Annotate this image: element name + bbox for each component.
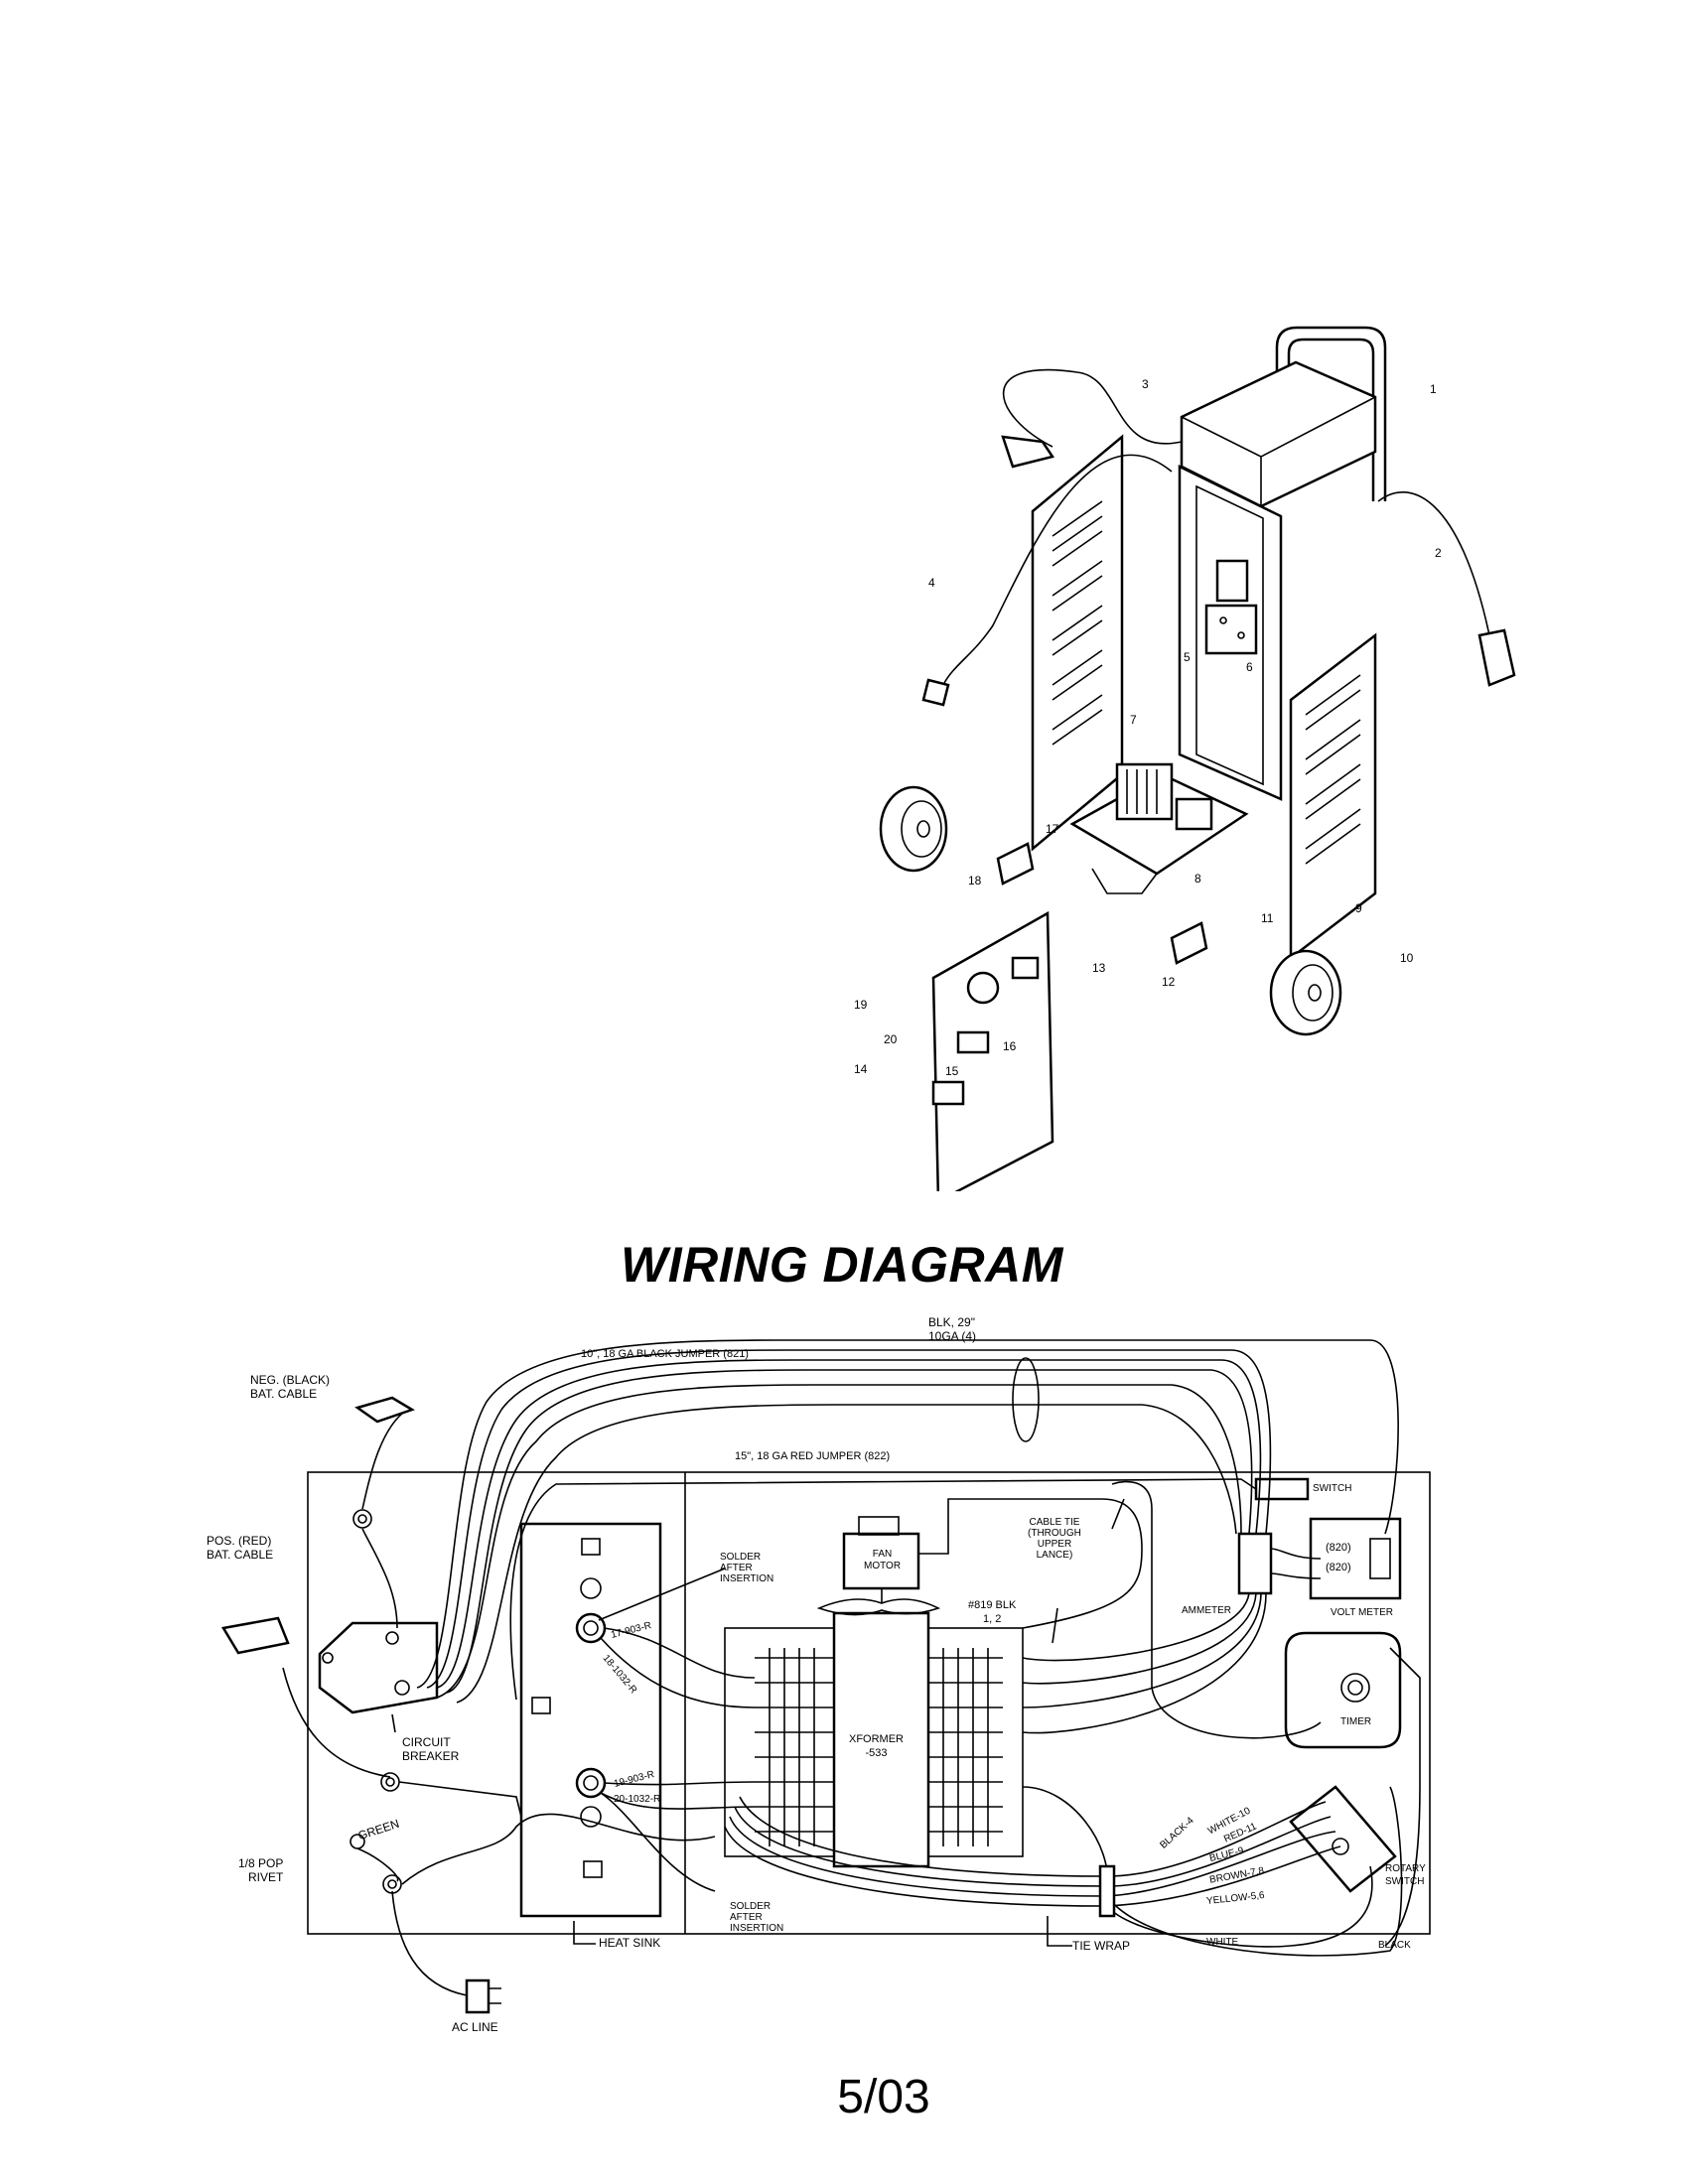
left-louvers (1052, 500, 1103, 746)
tie-wrap-label: TIE WRAP (1072, 1939, 1131, 1953)
callout-10: 10 (1400, 951, 1414, 965)
handle-part (1275, 326, 1387, 501)
callout-16: 16 (1003, 1039, 1017, 1053)
pos-clamp-cable-part (1377, 491, 1490, 636)
xformer-taps-right (928, 1648, 1003, 1846)
ac-cord-part (942, 454, 1173, 686)
ac-line-label: AC LINE (452, 2020, 498, 2034)
callout-18: 18 (968, 874, 982, 887)
blk-819-label: #819 BLK 1, 2 (968, 1599, 1017, 1625)
ammeter-dial (966, 971, 1000, 1005)
callout-5: 5 (1184, 650, 1191, 664)
diode-bottom (575, 1767, 607, 1799)
callout-19: 19 (854, 998, 868, 1012)
callout-14: 14 (854, 1062, 868, 1076)
black-jumper-label: 10", 18 GA BLACK JUMPER (821) (581, 1348, 749, 1360)
cable-tie-label: CABLE TIE (THROUGH UPPER LANCE) (1028, 1517, 1081, 1561)
transformer-part (1115, 762, 1174, 821)
heat-sink-label: HEAT SINK (599, 1936, 661, 1950)
callout-11: 11 (1261, 911, 1274, 925)
neg-cable-label: NEG. (BLACK) BAT. CABLE (250, 1373, 331, 1401)
circuit-breaker-body (318, 1621, 439, 1714)
ammeter-body (1237, 1532, 1273, 1595)
black-wire-label: BLACK (1378, 1940, 1411, 1951)
pos-clamp (220, 1616, 290, 1655)
timer-label: TIMER (1340, 1716, 1372, 1727)
wire-harness-top (416, 1339, 1399, 1704)
callout-7: 7 (1130, 713, 1137, 727)
ammeter-label: AMMETER (1182, 1605, 1231, 1616)
rotary-switch-label: ROTARY SWITCH (1385, 1863, 1426, 1887)
timer-body (1284, 1631, 1402, 1749)
volt-820a-label: (820) (1326, 1542, 1351, 1554)
callout-2: 2 (1435, 546, 1442, 560)
circuit-breaker-label: CIRCUIT BREAKER (402, 1735, 460, 1763)
tie-wrap (1098, 1864, 1116, 1918)
neg-clamp-cable-part (1002, 368, 1183, 448)
xformer-taps-left (755, 1648, 834, 1846)
diode-top (575, 1612, 607, 1644)
callout-12: 12 (1162, 975, 1176, 989)
red-jumper-label: 15", 18 GA RED JUMPER (822) (735, 1450, 891, 1462)
callout-6: 6 (1246, 660, 1253, 674)
white-wire-label: WHITE (1206, 1937, 1239, 1948)
solder-bottom-label: SOLDER AFTER INSERTION (730, 1901, 784, 1934)
rectifier-part (1175, 797, 1213, 831)
switch-label: SWITCH (1313, 1483, 1352, 1494)
rotary-harness (724, 1786, 1403, 1957)
callout-9: 9 (1355, 901, 1362, 915)
right-side-panel-part (1289, 632, 1377, 961)
fan-blade (816, 1598, 941, 1616)
pop-rivet-label: 1/8 POP RIVET (238, 1856, 284, 1884)
front-panel-part (931, 910, 1054, 1191)
page-footer-date: 5/03 (837, 2071, 930, 2123)
exploded-view-drawing (879, 326, 1516, 1191)
right-louvers (1305, 674, 1361, 865)
xformer-core (832, 1611, 930, 1868)
ac-line-cord (391, 1890, 468, 1996)
wire-20-label: 20-1032-R (614, 1794, 661, 1805)
left-wheel-part (879, 785, 948, 873)
fan-motor-body (842, 1532, 920, 1590)
callout-3: 3 (1142, 377, 1149, 391)
volt-meter-label: VOLT METER (1331, 1607, 1393, 1618)
ammeter-xformer-wires (1022, 1592, 1267, 1734)
chassis-outline (307, 1471, 1431, 1935)
callout-1: 1 (1430, 382, 1437, 396)
neg-clamp-part (1001, 435, 1055, 469)
xformer-label: XFORMER -533 (849, 1733, 904, 1759)
pos-cable-label: POS. (RED) BAT. CABLE (207, 1534, 274, 1562)
solder-top-label: SOLDER AFTER INSERTION (720, 1552, 774, 1584)
heat-sink-plate (519, 1522, 662, 1918)
callout-15: 15 (945, 1064, 959, 1078)
callout-4: 4 (928, 576, 935, 590)
callout-8: 8 (1194, 872, 1201, 886)
pos-bat-cable (282, 1667, 391, 1778)
volt-820b-label: (820) (1326, 1562, 1351, 1573)
pos-clamp-part (1477, 628, 1516, 687)
neg-bat-cable (361, 1409, 408, 1510)
right-wheel-part (1269, 949, 1342, 1036)
callout-17: 17 (1046, 822, 1059, 836)
neg-clamp (354, 1396, 415, 1424)
blk-wire-label: BLK, 29" 10GA (4) (928, 1315, 977, 1343)
fan-motor-label: FAN MOTOR (864, 1549, 902, 1571)
wiring-diagram-title: WIRING DIAGRAM (621, 1237, 1063, 1293)
switch-body (1254, 1477, 1310, 1501)
callout-20: 20 (884, 1032, 898, 1046)
callout-13: 13 (1092, 961, 1106, 975)
ac-plug (465, 1979, 491, 2014)
